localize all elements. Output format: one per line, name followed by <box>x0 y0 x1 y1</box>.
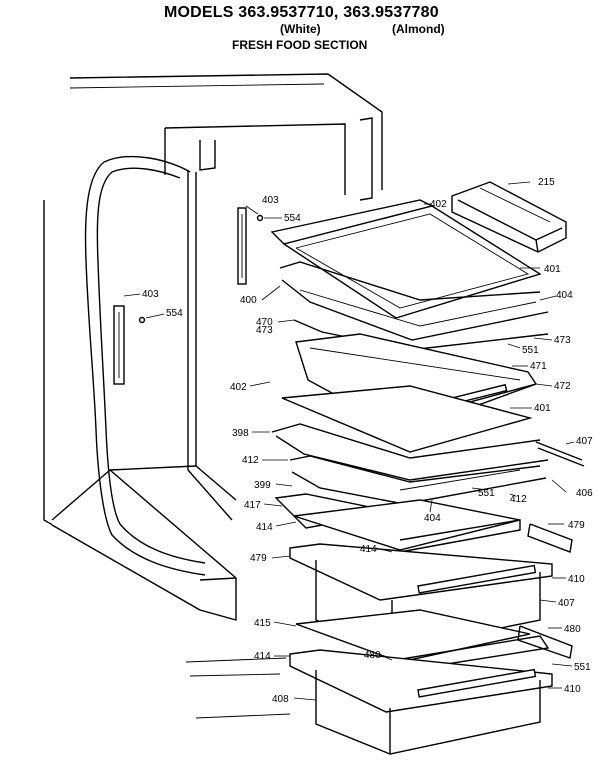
door-bin <box>451 181 567 253</box>
callout-407-drawer: 407 <box>558 598 575 609</box>
callout-551-middle: 551 <box>478 488 495 499</box>
cabinet-outline <box>43 73 383 719</box>
section-title: FRESH FOOD SECTION <box>232 38 368 52</box>
variant-almond: (Almond) <box>392 22 445 36</box>
callout-414-lower: 480 <box>364 650 381 661</box>
callout-414-upper: 414 <box>256 522 273 533</box>
callout-417: 417 <box>244 500 261 511</box>
callout-412-right: 412 <box>510 494 527 505</box>
callout-480-right: 480 <box>564 624 581 635</box>
callout-471: 471 <box>530 361 547 372</box>
models-title: MODELS 363.9537710, 363.9537780 <box>164 4 439 21</box>
middle-shelf <box>271 385 549 481</box>
shelf-support-rail-lower <box>113 305 125 385</box>
callout-479-right: 479 <box>568 520 585 531</box>
callout-412-left: 412 <box>242 455 259 466</box>
callout-479-left: 479 <box>250 553 267 564</box>
callout-473-right: 473 <box>554 335 571 346</box>
callout-414-middle: 414 <box>360 544 377 555</box>
leader-lines <box>123 181 575 701</box>
callout-410-lower: 410 <box>564 684 581 695</box>
callout-402-middle: 402 <box>230 382 247 393</box>
callout-401-middle: 401 <box>534 403 551 414</box>
callout-401-top: 401 <box>544 264 561 275</box>
screw-lower <box>138 316 146 324</box>
variant-white: (White) <box>280 22 321 36</box>
shelf-frame-lower <box>289 441 585 505</box>
callout-407-rod: 407 <box>576 436 593 447</box>
callout-398: 398 <box>232 428 249 439</box>
cabinet-liner-curve <box>84 155 206 576</box>
callout-551-lower: 551 <box>574 662 591 673</box>
callout-473-left: 473 <box>256 325 273 336</box>
callout-404-upper: 404 <box>556 290 573 301</box>
callout-551-upper: 551 <box>522 345 539 356</box>
callout-406: 406 <box>576 488 593 499</box>
callout-labels: 403 554 402 215 401 403 554 400 470 473 … <box>142 177 593 705</box>
diagram-header: MODELS 363.9537710, 363.9537780 (White) … <box>0 0 608 60</box>
callout-402-top: 402 <box>430 199 447 210</box>
screw-upper <box>256 214 264 222</box>
callout-480-left: 414 <box>254 651 271 662</box>
crisper-cover-upper <box>274 493 521 553</box>
callout-472: 472 <box>554 381 571 392</box>
callout-415: 415 <box>254 618 271 629</box>
callout-408: 408 <box>272 694 289 705</box>
callout-554-lower: 554 <box>166 308 183 319</box>
callout-470: 470 <box>256 317 273 328</box>
callout-554-upper: 554 <box>284 213 301 224</box>
callout-410-upper: 410 <box>568 574 585 585</box>
shelf-support-rail-upper <box>237 207 247 285</box>
callout-403-lower: 403 <box>142 289 159 300</box>
callout-215: 215 <box>538 177 555 188</box>
callout-399: 399 <box>254 480 271 491</box>
callout-400: 400 <box>240 295 257 306</box>
callout-404-lower: 404 <box>424 513 441 524</box>
crisper-drawer-lower <box>289 625 573 755</box>
crisper-cover-lower <box>295 609 550 673</box>
top-shelf <box>270 199 542 319</box>
callout-403-upper: 403 <box>262 195 279 206</box>
